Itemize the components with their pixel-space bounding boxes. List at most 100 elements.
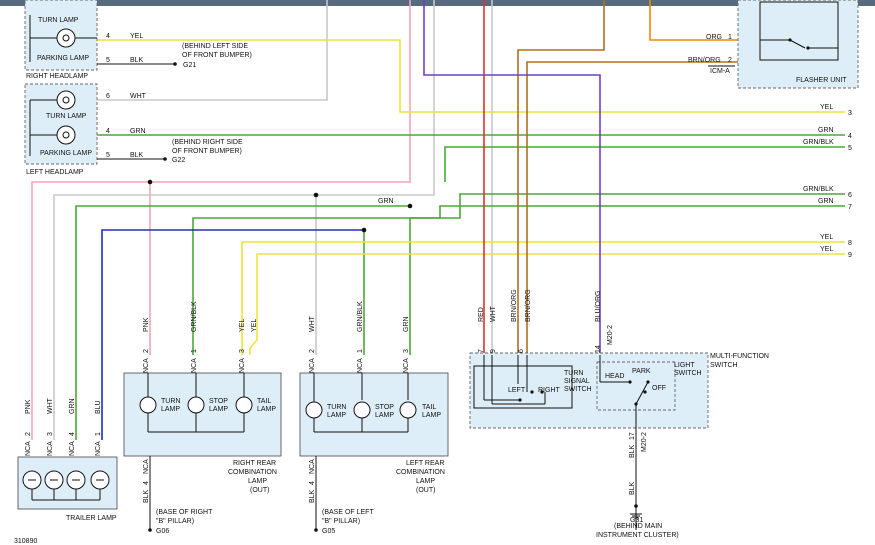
svg-text:YEL: YEL — [820, 104, 833, 111]
svg-text:LAMP: LAMP — [416, 478, 435, 485]
right-headlamp: TURN LAMP PARKING LAMP RIGHT HEADLAMP 4 … — [24, 0, 252, 80]
svg-text:4: 4 — [848, 133, 852, 140]
svg-text:7: 7 — [478, 349, 485, 353]
svg-text:M20-2: M20-2 — [607, 325, 614, 345]
left-headlamp: TURN LAMP PARKING LAMP LEFT HEADLAMP 6 4… — [24, 83, 243, 176]
svg-text:TAIL: TAIL — [422, 404, 436, 411]
svg-text:5: 5 — [848, 145, 852, 152]
svg-text:LAMP: LAMP — [257, 406, 276, 413]
svg-text:GRN/BLK: GRN/BLK — [191, 301, 198, 332]
svg-text:1: 1 — [357, 349, 364, 353]
svg-text:14: 14 — [595, 345, 602, 353]
svg-text:LIGHT: LIGHT — [674, 362, 695, 369]
svg-text:LAMP: LAMP — [422, 412, 441, 419]
svg-text:NCA: NCA — [95, 441, 102, 456]
svg-text:RIGHT HEADLAMP: RIGHT HEADLAMP — [26, 73, 88, 80]
svg-text:BLK: BLK — [629, 444, 636, 458]
splices — [147, 179, 413, 233]
right-rear-combination-lamp: PNK GRN/BLK YEL YEL 2 1 3 NCA NCA NCA TU… — [123, 301, 282, 535]
svg-text:9: 9 — [848, 252, 852, 259]
svg-text:5: 5 — [106, 57, 110, 64]
wire-pnk — [31, 0, 411, 440]
wire-blu — [101, 229, 364, 440]
wire-grnblk-6 — [192, 193, 845, 355]
svg-text:LAMP: LAMP — [161, 406, 180, 413]
svg-text:BLK: BLK — [143, 489, 150, 503]
svg-text:BLU/ORG: BLU/ORG — [595, 290, 602, 322]
wire-yel-9 — [249, 253, 845, 355]
svg-text:8: 8 — [848, 240, 852, 247]
svg-text:NCA: NCA — [357, 358, 364, 373]
svg-text:COMBINATION: COMBINATION — [396, 469, 445, 476]
svg-text:TURN LAMP: TURN LAMP — [38, 17, 79, 24]
svg-text:BLK: BLK — [629, 481, 636, 495]
wire-grn-trailer — [75, 205, 410, 440]
svg-text:INSTRUMENT CLUSTER): INSTRUMENT CLUSTER) — [596, 532, 679, 539]
svg-text:YEL: YEL — [239, 319, 246, 332]
svg-text:SWITCH: SWITCH — [674, 370, 702, 377]
svg-text:NCA: NCA — [25, 441, 32, 456]
svg-text:NCA: NCA — [47, 441, 54, 456]
svg-text:4: 4 — [106, 128, 110, 135]
svg-text:TURN: TURN — [564, 370, 583, 377]
svg-text:WHT: WHT — [490, 305, 497, 322]
svg-text:GRN: GRN — [818, 198, 834, 205]
wire-yel-8 — [241, 241, 845, 355]
svg-text:GRN: GRN — [818, 127, 834, 134]
svg-text:PARKING LAMP: PARKING LAMP — [37, 55, 89, 62]
svg-text:NCA: NCA — [143, 459, 150, 474]
svg-text:LEFT HEADLAMP: LEFT HEADLAMP — [26, 169, 84, 176]
svg-text:LEFT REAR: LEFT REAR — [406, 460, 444, 467]
svg-text:GRN: GRN — [69, 398, 76, 414]
wire-wht — [53, 0, 435, 440]
svg-text:BRN/ORG: BRN/ORG — [688, 57, 721, 64]
svg-text:NCA: NCA — [309, 459, 316, 474]
svg-text:LAMP: LAMP — [327, 412, 346, 419]
svg-text:GRN/BLK: GRN/BLK — [803, 186, 834, 193]
svg-text:6: 6 — [106, 93, 110, 100]
wire-wht-lh — [97, 0, 328, 101]
svg-text:3: 3 — [848, 110, 852, 117]
svg-text:COMBINATION: COMBINATION — [228, 469, 277, 476]
wire-org — [649, 0, 740, 41]
svg-text:PNK: PNK — [143, 317, 150, 332]
svg-text:HEAD: HEAD — [605, 373, 624, 380]
svg-text:1: 1 — [95, 432, 102, 436]
svg-text:OF FRONT BUMPER): OF FRONT BUMPER) — [172, 148, 242, 155]
svg-text:(BEHIND MAIN: (BEHIND MAIN — [614, 523, 662, 530]
svg-text:GRN/BLK: GRN/BLK — [803, 139, 834, 146]
svg-text:ORG: ORG — [706, 34, 722, 41]
wire-grnblk-5 — [444, 146, 845, 182]
title-bar — [0, 0, 875, 6]
svg-text:TURN: TURN — [161, 398, 180, 405]
multi-function-switch: RED WHT BRN/ORG BRN/ORG BLU/ORG 7 9 6 14… — [469, 289, 769, 539]
svg-text:GRN: GRN — [378, 198, 394, 205]
svg-text:4: 4 — [106, 33, 110, 40]
svg-text:SWITCH: SWITCH — [710, 362, 738, 369]
svg-text:WHT: WHT — [130, 93, 147, 100]
svg-text:PNK: PNK — [25, 399, 32, 414]
svg-text:LAMP: LAMP — [375, 412, 394, 419]
svg-text:YEL: YEL — [251, 319, 258, 332]
svg-text:(BEHIND RIGHT SIDE: (BEHIND RIGHT SIDE — [172, 139, 243, 146]
svg-text:GRN: GRN — [130, 128, 146, 135]
svg-text:2: 2 — [309, 349, 316, 353]
left-rear-combination-lamp: WHT GRN/BLK GRN 2 1 3 NCA NCA NCA TURNLA… — [299, 301, 449, 535]
svg-text:(BEHIND LEFT SIDE: (BEHIND LEFT SIDE — [182, 43, 248, 50]
svg-text:NCA: NCA — [309, 358, 316, 373]
svg-text:4: 4 — [143, 481, 150, 485]
svg-text:"B" PILLAR): "B" PILLAR) — [322, 518, 360, 525]
svg-text:MULTI-FUNCTION: MULTI-FUNCTION — [710, 353, 769, 360]
svg-text:9: 9 — [490, 349, 497, 353]
svg-text:17: 17 — [629, 432, 636, 440]
svg-text:FLASHER UNIT: FLASHER UNIT — [796, 77, 847, 84]
svg-text:G06: G06 — [156, 528, 169, 535]
svg-text:NCA: NCA — [191, 358, 198, 373]
svg-text:BLK: BLK — [130, 152, 144, 159]
svg-text:OF FRONT BUMPER): OF FRONT BUMPER) — [182, 52, 252, 59]
svg-text:ICM-A: ICM-A — [710, 68, 730, 75]
svg-text:TRAILER LAMP: TRAILER LAMP — [66, 515, 117, 522]
svg-text:G22: G22 — [172, 157, 185, 164]
svg-text:(BASE OF RIGHT: (BASE OF RIGHT — [156, 509, 213, 516]
svg-text:(OUT): (OUT) — [250, 487, 269, 494]
